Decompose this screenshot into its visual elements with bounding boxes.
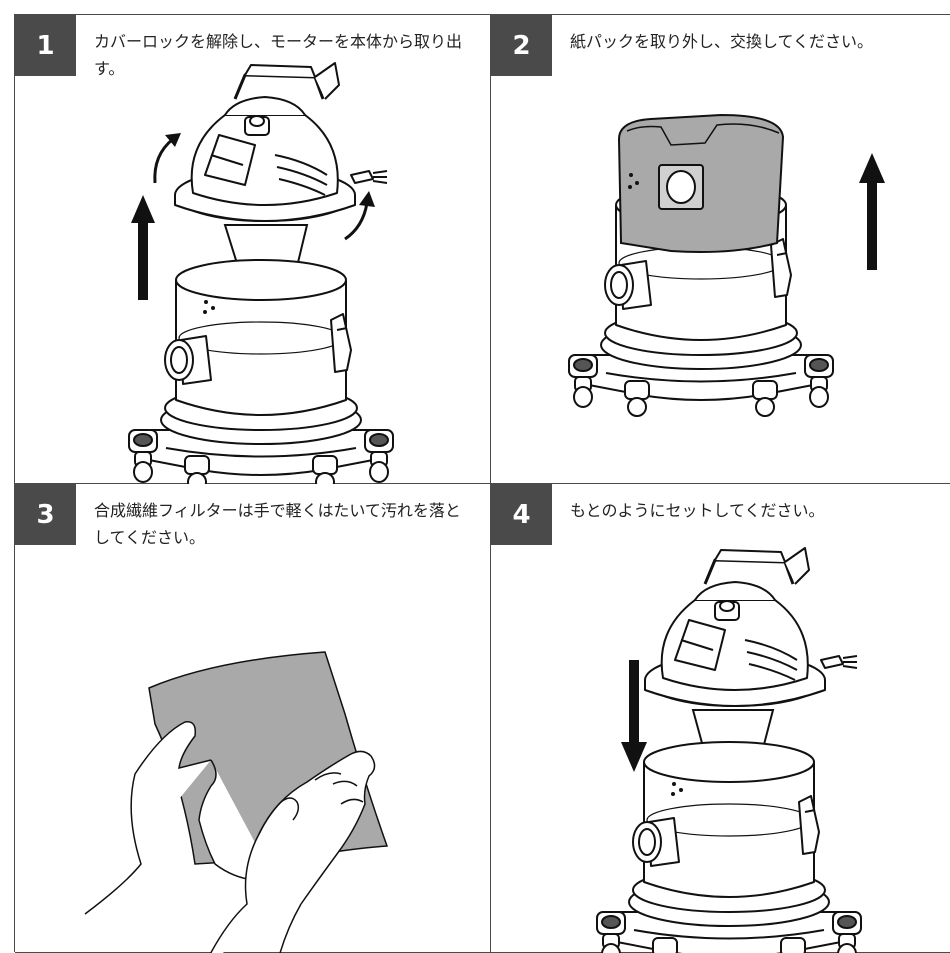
step-number-badge: 1	[15, 15, 76, 76]
step-number-badge: 3	[15, 484, 76, 545]
step-caption: もとのようにセットしてください。	[570, 501, 825, 520]
step-number-badge: 4	[491, 484, 552, 545]
step-panel-3: 3 合成繊維フィルターは手で軽くはたいて汚れを落としてください。	[15, 484, 491, 953]
step-panel-2: 2 紙パックを取り外し、交換してください。	[491, 15, 950, 484]
step-panel-1: 1 カバーロックを解除し、モーターを本体から取り出す。	[15, 15, 491, 484]
rotate-arrow-icon	[153, 137, 174, 184]
instruction-grid: 1 カバーロックを解除し、モーターを本体から取り出す。 2 紙パックを取り外し、…	[14, 14, 950, 953]
reassembly-illustration	[596, 546, 862, 953]
filter-cleaning-illustration	[84, 651, 389, 953]
up-arrow-icon	[859, 153, 885, 270]
up-arrow-icon	[131, 195, 155, 300]
step-panel-4: 4 もとのようにセットしてください。	[491, 484, 950, 953]
paper-bag-replacement-illustration	[568, 113, 885, 417]
rotate-arrow-icon	[344, 202, 369, 241]
step-caption: カバーロックを解除し、モーターを本体から取り出す。	[94, 32, 463, 78]
step-caption: 合成繊維フィルターは手で軽くはたいて汚れを落としてください。	[94, 501, 461, 547]
step-caption: 紙パックを取り外し、交換してください。	[570, 32, 874, 51]
step-number-badge: 2	[491, 15, 552, 76]
vacuum-motor-removal-illustration	[128, 61, 394, 484]
down-arrow-icon	[621, 660, 647, 772]
